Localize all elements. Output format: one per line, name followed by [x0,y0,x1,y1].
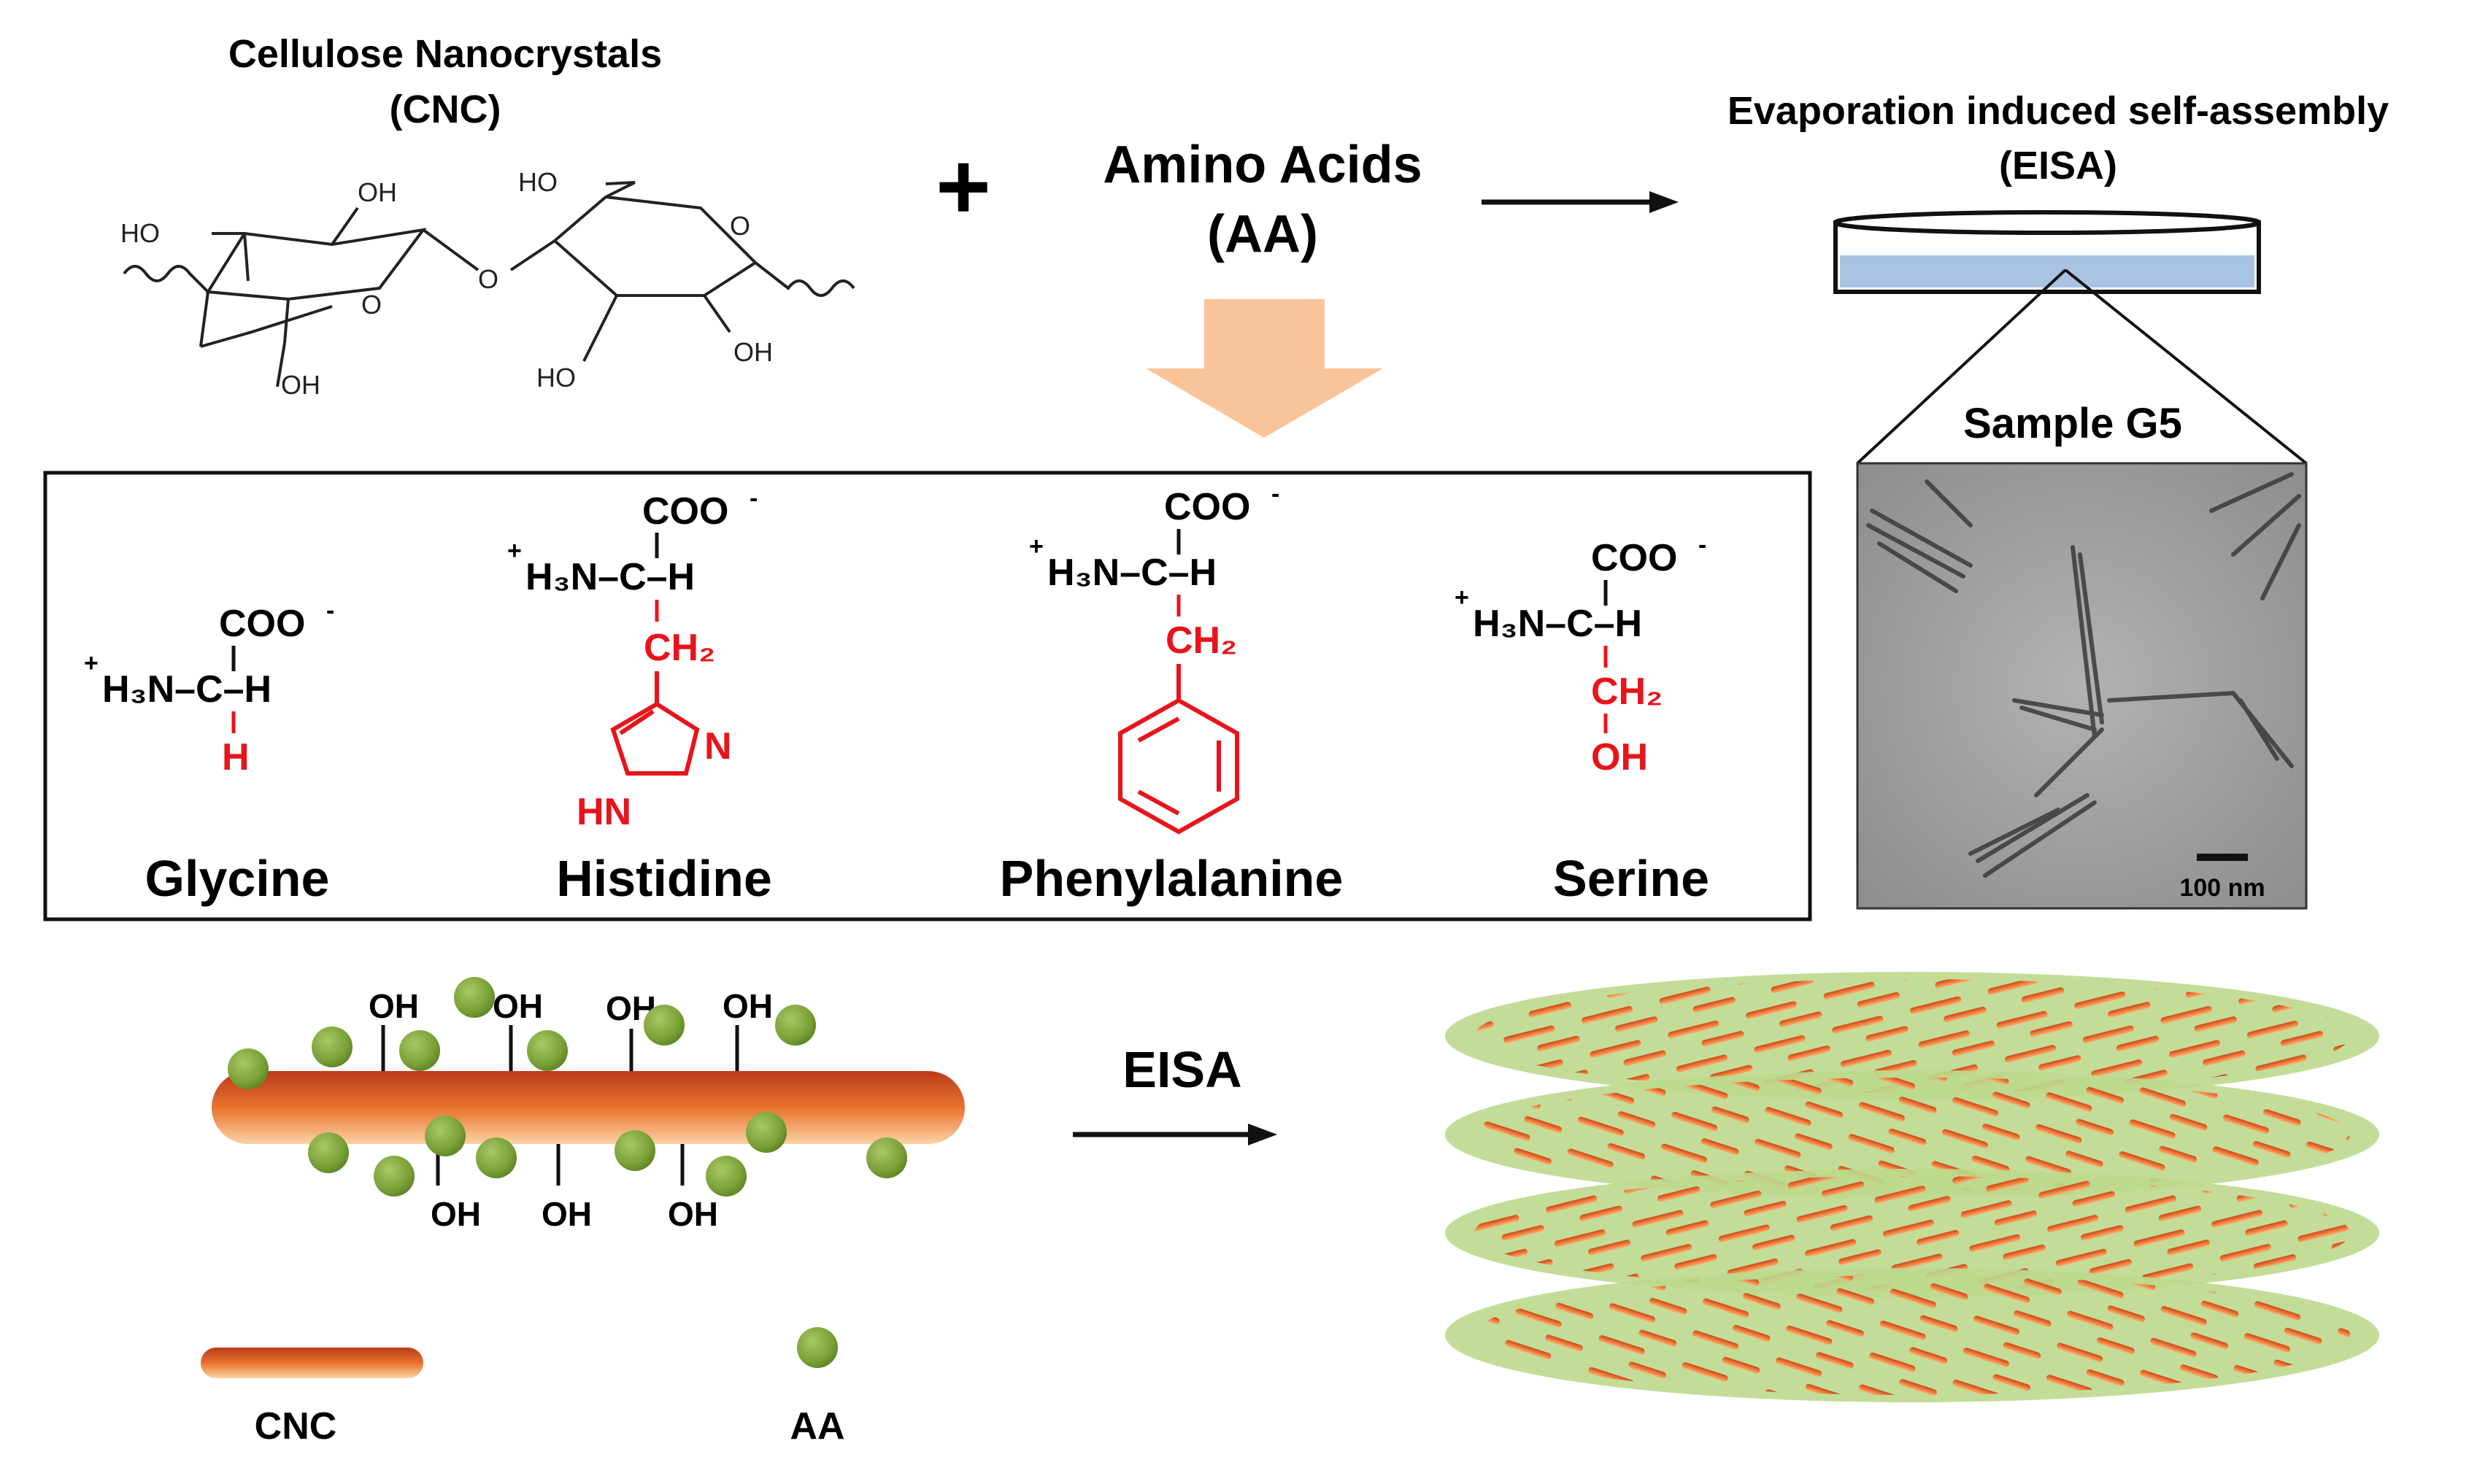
sample-label: Sample G5 [1963,400,2182,447]
serine-side-oh: OH [1591,736,1648,778]
glycine-name: Glycine [145,850,330,907]
stack-rods-3 [1474,1176,2350,1290]
arrow-to-eisa [1482,191,1679,213]
eisa-title: Evaporation induced self-assembly (EISA) [1727,89,2389,188]
plus-sign: + [936,133,991,239]
glycine-coo: COO [219,603,305,645]
down-arrow-icon [1146,299,1383,438]
serine-nh3: H₃N–C–H [1473,603,1642,645]
label-o-bridge: O [478,264,498,294]
histidine-structure: COO - + H₃N–C–H CH₂ N HN Histidine [507,484,772,907]
scale-bar-label: 100 nm [2179,874,2265,902]
amino-acids-title: Amino Acids (AA) [1103,136,1422,263]
oh-label-top-2: OH [493,987,543,1025]
amino-acid-balls [228,977,907,1197]
phenylalanine-side-ch2: CH₂ [1166,619,1237,662]
eisa-title-line1: Evaporation induced self-assembly [1727,89,2389,133]
legend-aa-label: AA [790,1405,844,1448]
histidine-minus: - [750,484,758,512]
stack-rods-1 [1474,979,2350,1093]
histidine-nh3: H₃N–C–H [525,556,695,598]
stack-rods-2 [1474,1078,2350,1191]
histidine-coo: COO [642,490,728,533]
cnc-title: Cellulose Nanocrystals (CNC) [228,32,662,131]
cellobiose-labels: OH HO O OH O HO O HO OH [120,167,773,400]
legend-cnc-label: CNC [255,1405,337,1448]
phenylalanine-minus: - [1271,480,1279,508]
label-oh-ring: OH [733,337,773,367]
glycine-side-h: H [222,736,250,778]
eisa-title-line2: (EISA) [1999,144,2117,188]
stack-rods-4 [1474,1275,2350,1395]
serine-minus: - [1698,531,1706,559]
serine-name: Serine [1553,850,1709,907]
oh-label-bottom-2: OH [542,1195,592,1233]
label-ho: HO [120,218,160,248]
layered-stack [1445,972,2379,1402]
phenylalanine-name: Phenylalanine [1000,850,1344,907]
label-o-ring2: O [730,211,750,241]
glycine-nh3: H₃N–C–H [102,668,271,711]
oh-label-top-4: OH [723,987,773,1025]
glycine-plus: + [84,649,99,677]
cnc-rod-schematic: OH OH OH OH OH OH OH [212,977,965,1233]
glycine-structure: COO - + H₃N–C–H H Glycine [84,597,334,907]
serine-side-ch2: CH₂ [1591,670,1663,713]
amino-title-line2: (AA) [1207,205,1318,263]
histidine-side-hn: HN [577,791,631,833]
label-ho-ring: HO [536,363,576,393]
phenylalanine-nh3: H₃N–C–H [1047,552,1217,594]
oh-label-top-1: OH [369,987,419,1025]
phenylalanine-coo: COO [1164,486,1250,528]
legend: CNC AA [201,1327,845,1448]
imidazole-ring [610,671,700,776]
glycine-minus: - [326,597,334,625]
label-o-ring: O [361,290,382,320]
label-ho-ch2: HO [518,167,558,197]
histidine-plus: + [507,537,522,565]
legend-aa-swatch [797,1327,838,1368]
serine-plus: + [1455,584,1469,611]
phenylalanine-plus: + [1029,533,1044,560]
cnc-title-line1: Cellulose Nanocrystals [228,32,662,76]
eisa-arrow-label: EISA [1122,1041,1241,1098]
benzene-ring [1118,664,1239,835]
zoom-lines [1856,268,2308,465]
histidine-name: Histidine [556,850,772,907]
serine-structure: COO - + H₃N–C–H CH₂ OH Serine [1455,531,1709,907]
eisa-arrow: EISA [1073,1041,1277,1145]
amino-acid-panel [43,471,1812,921]
phenylalanine-structure: COO - + H₃N–C–H CH₂ Phenylalanine [1000,480,1344,907]
label-oh-ch2: OH [281,370,320,400]
oh-label-bottom-1: OH [431,1195,481,1233]
cellobiose-structure [123,181,855,387]
histidine-side-n: N [704,725,732,768]
legend-cnc-swatch [201,1348,423,1378]
cnc-title-line2: (CNC) [390,88,501,131]
petri-dish-icon [1833,210,2261,294]
label-oh: OH [358,177,397,207]
amino-title-line1: Amino Acids [1103,136,1422,194]
serine-coo: COO [1591,537,1677,579]
tem-micrograph: 100 nm [1856,462,2308,910]
histidine-side-ch2: CH₂ [644,627,715,669]
oh-label-bottom-3: OH [668,1195,718,1233]
